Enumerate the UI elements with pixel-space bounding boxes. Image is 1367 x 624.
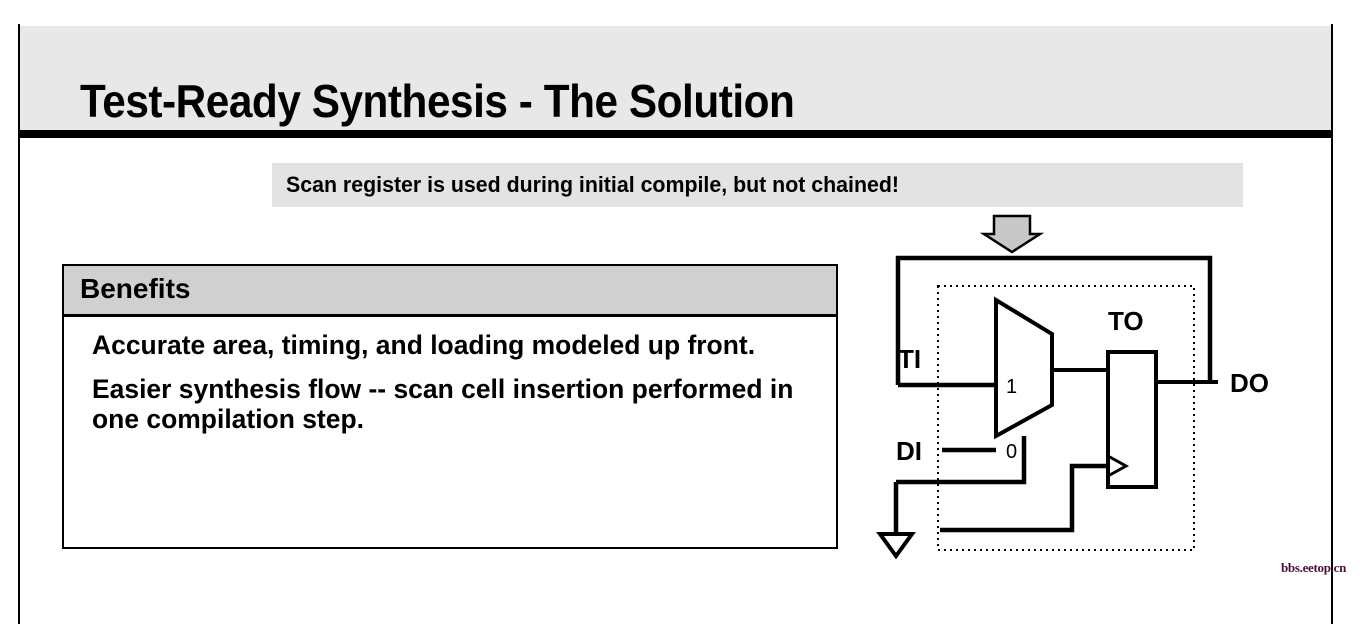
- title-band: Test-Ready Synthesis - The Solution: [20, 26, 1331, 130]
- clock-triangle-icon: [1107, 454, 1130, 478]
- benefits-table-header: Benefits: [64, 266, 836, 317]
- label-mux-input-1: 1: [1006, 376, 1017, 398]
- benefit-item-2: Easier synthesis flow -- scan cell inser…: [92, 374, 794, 435]
- down-arrow-icon: [979, 214, 1045, 254]
- label-di: DI: [896, 436, 922, 466]
- label-do: DO: [1230, 368, 1269, 398]
- label-to: TO: [1108, 306, 1144, 336]
- slide-frame: [18, 24, 1333, 624]
- clock-wire: [940, 463, 1108, 533]
- multiplexer-symbol: [994, 296, 1054, 440]
- feedback-wire: [895, 255, 1213, 385]
- label-mux-input-0: 0: [1006, 441, 1017, 463]
- ground-symbol: [876, 532, 916, 560]
- scan-cell-diagram: TI DI TO DO 1 0: [860, 200, 1300, 580]
- benefits-table-body: Accurate area, timing, and loading model…: [64, 320, 836, 449]
- benefit-item-1: Accurate area, timing, and loading model…: [92, 330, 756, 360]
- slide-canvas: Test-Ready Synthesis - The Solution Scan…: [18, 24, 1347, 624]
- label-ti: TI: [898, 344, 921, 374]
- page-title: Test-Ready Synthesis - The Solution: [80, 75, 795, 127]
- watermark: bbs.eetop.cn: [1281, 560, 1347, 575]
- banner-callout: Scan register is used during initial com…: [272, 163, 1243, 207]
- title-underline-rule: [20, 130, 1331, 138]
- banner-text: Scan register is used during initial com…: [286, 172, 900, 197]
- mux-select-wire: [896, 436, 1027, 485]
- scan-cell-boundary: [937, 285, 1195, 551]
- flip-flop-register: [1106, 350, 1158, 489]
- circuit-svg: TI DI TO DO 1 0: [876, 214, 1269, 560]
- benefits-header-label: Benefits: [80, 273, 191, 304]
- benefits-table: Benefits Accurate area, timing, and load…: [62, 264, 838, 549]
